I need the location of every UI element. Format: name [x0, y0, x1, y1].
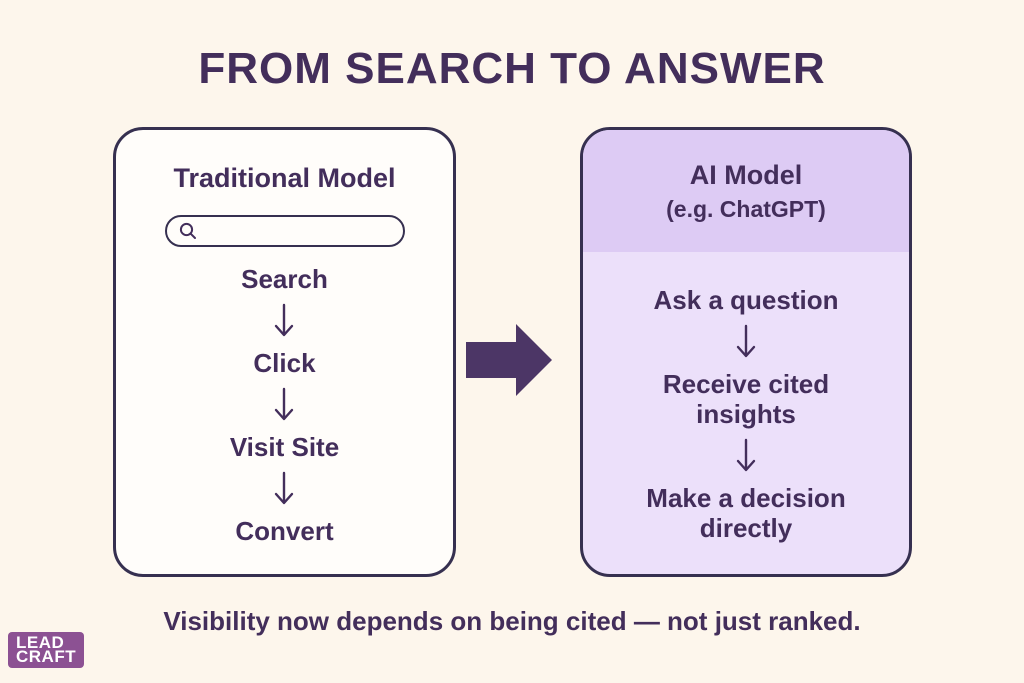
logo-line1: LEAD: [16, 633, 65, 652]
flow-step: Search: [241, 264, 328, 295]
traditional-flow: Search Click Visit Site Convert: [229, 264, 340, 547]
flow-step: Visit Site: [229, 432, 340, 463]
logo-line2: CRAFT: [16, 646, 77, 666]
ai-model-box: AI Model (e.g. ChatGPT) Ask a question R…: [580, 127, 912, 577]
down-arrow-icon: [275, 304, 294, 337]
flow-step: Ask a question: [653, 285, 839, 315]
down-arrow-icon: [736, 438, 756, 471]
down-arrow-icon: [736, 324, 756, 358]
ai-model-title: AI Model: [689, 160, 803, 191]
caption: Visibility now depends on being cited — …: [163, 606, 861, 636]
ai-flow: Ask a question Receive cited insights Ma…: [583, 270, 909, 574]
flow-step: Make a decision directly: [646, 482, 846, 543]
ai-model-header: AI Model (e.g. ChatGPT): [583, 130, 909, 252]
traditional-model-title: Traditional Model: [173, 163, 396, 193]
down-arrow-icon: [275, 387, 294, 421]
traditional-model-box: Traditional Model Search Click Visit Sit…: [113, 127, 456, 577]
leadcraft-logo: LEAD CRAFT: [8, 632, 85, 668]
right-arrow-icon: [466, 324, 552, 396]
search-bar: [164, 215, 405, 248]
flow-step: Click: [253, 348, 316, 379]
ai-model-subtitle: (e.g. ChatGPT): [666, 195, 826, 222]
page-title: FROM SEARCH TO ANSWER: [198, 44, 826, 93]
flow-step: Convert: [235, 516, 334, 547]
down-arrow-icon: [275, 471, 294, 505]
search-icon: [179, 223, 196, 240]
flow-step: Receive cited insights: [662, 368, 830, 429]
